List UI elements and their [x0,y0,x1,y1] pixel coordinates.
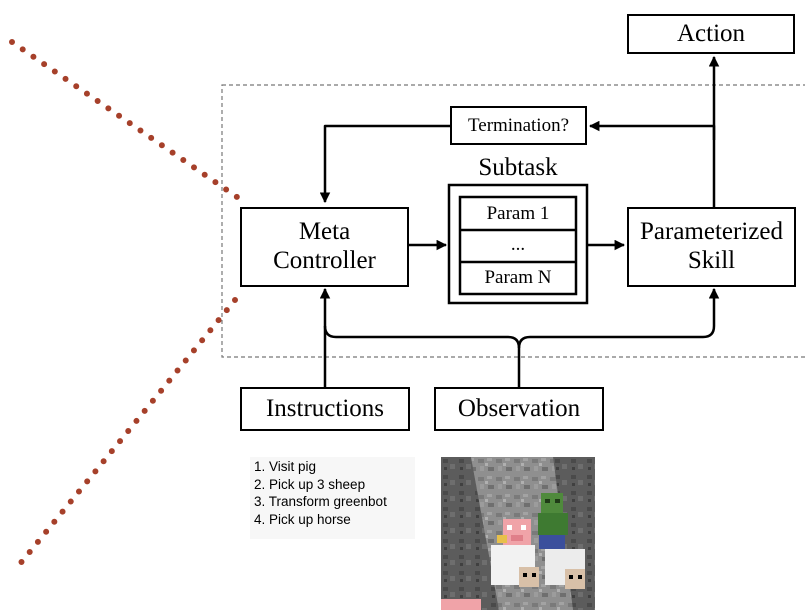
subtask-title: Subtask [478,153,558,181]
observation-box [434,387,604,431]
instructions-box [240,387,410,431]
arrow-termination-to-meta [319,124,450,204]
observation-label: Observation [457,394,581,422]
instruction-list: 1. Visit pig 2. Pick up 3 sheep 3. Trans… [250,457,415,539]
termination-box [450,106,587,145]
meta-controller-line-2: Controller [273,247,376,274]
instruction-item-4: 4. Pick up horse [254,511,351,527]
param-n: Param N [484,267,552,289]
meta-controller-label: Meta Controller [240,207,409,287]
instructions-label: Instructions [265,394,385,422]
arrow-observation-to-skill [517,287,720,349]
meta-controller-line-1: Meta [298,218,351,246]
dotted-line-upper [9,39,240,200]
parameterized-skill-box [627,207,796,287]
termination-label: Termination? [467,114,570,136]
instruction-item-3: 3. Transform greenbot [254,494,387,509]
param-1: Param 1 [486,203,550,225]
parameterized-skill-line-1: Parameterized [640,218,783,246]
meta-controller-box [240,207,409,287]
system-frame [221,84,805,358]
subtask-inner [458,195,578,296]
instruction-item-1: 1. Visit pig [254,459,317,474]
action-label: Action [676,19,746,47]
instruction-item-2: 2. Pick up 3 sheep [254,476,366,492]
observation-scene-image [441,457,595,610]
dotted-line-lower [12,297,238,573]
action-box [627,14,795,54]
arrow-skill-to-termination [588,120,716,140]
param-ellipsis: ... [510,234,526,256]
parameterized-skill-label: Parameterized Skill [627,207,796,287]
parameterized-skill-line-2: Skill [687,247,736,274]
